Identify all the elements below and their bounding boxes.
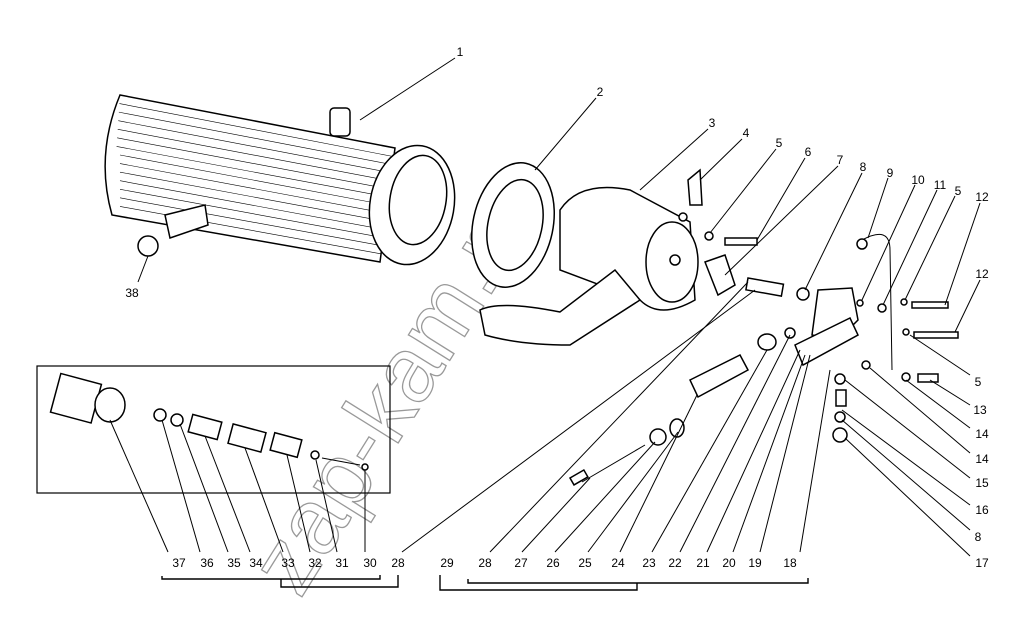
label: 25 <box>578 556 592 570</box>
label: 7 <box>837 153 844 167</box>
hatch-line <box>118 111 391 165</box>
label: 26 <box>546 556 560 570</box>
small-parts <box>568 168 959 486</box>
hatch-line <box>117 128 389 181</box>
part-2-gasket <box>470 162 556 288</box>
label: 9 <box>887 166 894 180</box>
part-3-housing <box>479 186 699 346</box>
label: 27 <box>514 556 528 570</box>
label: 28 <box>391 556 405 570</box>
label: 34 <box>249 556 263 570</box>
right-labels: 12 5 13 14 14 15 16 8 17 <box>973 267 989 570</box>
hatch-line <box>119 188 383 238</box>
label: 33 <box>281 556 295 570</box>
label: 10 <box>911 173 925 187</box>
label: 11 <box>934 178 947 192</box>
hatch-line <box>119 103 392 157</box>
label: 15 <box>975 476 989 490</box>
part-1-cylinder <box>104 94 456 266</box>
hatch-line <box>117 137 388 190</box>
label: 22 <box>668 556 682 570</box>
label: 14 <box>975 452 989 466</box>
label: 38 <box>125 286 139 300</box>
label: 3 <box>709 116 716 130</box>
label: 18 <box>783 556 797 570</box>
hatch-line <box>119 197 382 247</box>
group-brackets <box>161 575 809 591</box>
label: 20 <box>722 556 736 570</box>
label: 21 <box>696 556 710 570</box>
label: 32 <box>308 556 322 570</box>
label: 24 <box>611 556 625 570</box>
hatch-line <box>119 206 381 255</box>
label: 8 <box>975 530 982 544</box>
label: 2 <box>597 85 604 99</box>
label: 36 <box>200 556 214 570</box>
label: 23 <box>642 556 656 570</box>
hatch-line <box>119 171 385 222</box>
label: 17 <box>975 556 989 570</box>
label: 1 <box>457 45 464 59</box>
part-38-cap <box>137 235 159 257</box>
label: 5 <box>975 375 982 389</box>
leader-lines <box>109 57 981 557</box>
label: 13 <box>973 403 987 417</box>
label: 12 <box>975 190 989 204</box>
inset-detail-box <box>36 365 391 494</box>
bottom-labels: 37 36 35 34 33 32 31 30 28 29 28 27 26 25 24 23 22 21 20 19… <box>172 556 797 570</box>
label: 37 <box>172 556 186 570</box>
label: 6 <box>805 145 812 159</box>
label: 5 <box>955 184 962 198</box>
label: 16 <box>975 503 989 517</box>
label: 4 <box>743 126 750 140</box>
top-labels: 1 2 3 4 5 6 7 8 9 10 11 5 12 <box>457 45 989 204</box>
hatch-line <box>119 154 387 206</box>
hatch-line <box>118 120 390 173</box>
label: 19 <box>748 556 762 570</box>
label: 28 <box>478 556 492 570</box>
label: 5 <box>776 136 783 150</box>
label: 35 <box>227 556 241 570</box>
label: 12 <box>975 267 989 281</box>
label: 31 <box>335 556 349 570</box>
hatch-line <box>119 163 386 214</box>
label: 14 <box>975 427 989 441</box>
label: 29 <box>440 556 454 570</box>
label: 8 <box>860 160 867 174</box>
label: 30 <box>363 556 377 570</box>
hatch-line <box>119 180 384 230</box>
hatch-line <box>116 146 387 198</box>
